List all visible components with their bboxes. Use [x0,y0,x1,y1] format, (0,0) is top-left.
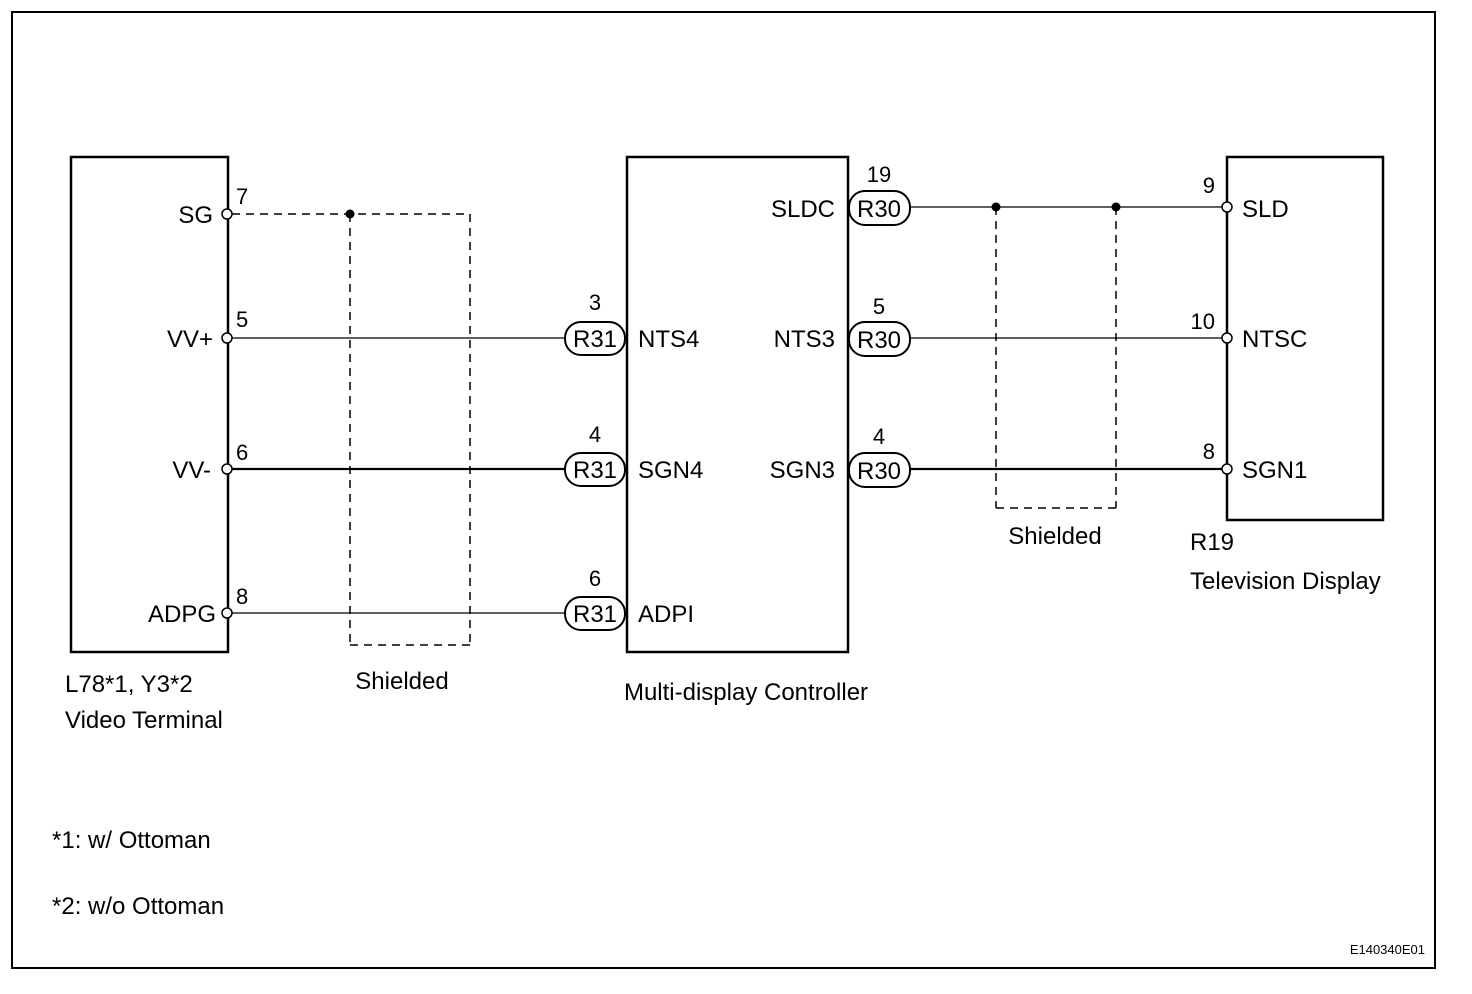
pin-number-nts3: 5 [873,294,885,319]
splice-dot-left [345,209,355,219]
pin-number-sld: 9 [1203,173,1215,198]
pin-label-sldc: SLDC [771,196,835,223]
footnote-2: *2: w/o Ottoman [52,893,224,920]
splice-dot-right-2 [1111,202,1121,212]
pin-number-sgn3: 4 [873,424,885,449]
pin-label-ntsc: NTSC [1242,326,1307,353]
connector-r31-nts4 [564,321,626,356]
pin-number-vvplus: 5 [236,307,248,332]
pin-number-vvminus: 6 [236,440,248,465]
connector-label-r30-sgn3: R30 [857,458,901,485]
connector-label-r31-sgn4: R31 [573,457,617,484]
pin-display-sgn1 [1221,463,1233,475]
pin-number-sgn4: 4 [589,422,601,447]
figure-code: E140340E01 [1350,942,1425,957]
pin-number-sg: 7 [236,184,248,209]
pin-terminal-sg [221,208,233,220]
splice-dot-right-1 [991,202,1001,212]
multi-display-controller-box [625,155,850,654]
pin-display-sld [1221,201,1233,213]
pin-label-vvminus: VV- [172,457,211,484]
diagram-frame [11,11,1436,969]
pin-label-sg: SG [178,202,213,229]
connector-r31-adpi [564,596,626,631]
tv-display-name: Television Display [1190,568,1381,595]
pin-label-vvplus: VV+ [167,326,213,353]
pin-number-adpg: 8 [236,584,248,609]
connector-r30-nts3 [848,321,911,357]
connector-label-r31-nts4: R31 [573,326,617,353]
pin-label-sgn4: SGN4 [638,457,703,484]
shield-label-left: Shielded [355,668,448,695]
pin-number-ntsc: 10 [1191,309,1215,334]
pin-label-sld: SLD [1242,196,1289,223]
connector-r30-sgn3 [848,452,911,488]
pin-label-nts4: NTS4 [638,326,699,353]
pin-number-sgn1: 8 [1203,439,1215,464]
pin-label-adpi: ADPI [638,601,694,628]
pin-terminal-vvminus [221,463,233,475]
video-terminal-name: Video Terminal [65,707,223,734]
pin-terminal-vvplus [221,332,233,344]
video-terminal-box [69,155,230,654]
pin-label-sgn3: SGN3 [770,457,835,484]
pin-terminal-adpg [221,607,233,619]
pin-label-nts3: NTS3 [774,326,835,353]
shield-label-right: Shielded [1008,523,1101,550]
pin-number-sldc: 19 [867,162,891,187]
connector-label-r30-sldc: R30 [857,196,901,223]
pin-label-sgn1: SGN1 [1242,457,1307,484]
controller-name: Multi-display Controller [624,679,868,706]
footnote-1: *1: w/ Ottoman [52,827,211,854]
connector-label-r31-adpi: R31 [573,601,617,628]
tv-display-connector: R19 [1190,529,1234,556]
video-terminal-connector: L78*1, Y3*2 [65,671,193,698]
connector-r31-sgn4 [564,452,626,487]
pin-number-nts4: 3 [589,290,601,315]
connector-r30-sldc [848,190,911,226]
connector-label-r30-nts3: R30 [857,327,901,354]
pin-display-ntsc [1221,332,1233,344]
pin-number-adpi: 6 [589,566,601,591]
pin-label-adpg: ADPG [148,601,216,628]
